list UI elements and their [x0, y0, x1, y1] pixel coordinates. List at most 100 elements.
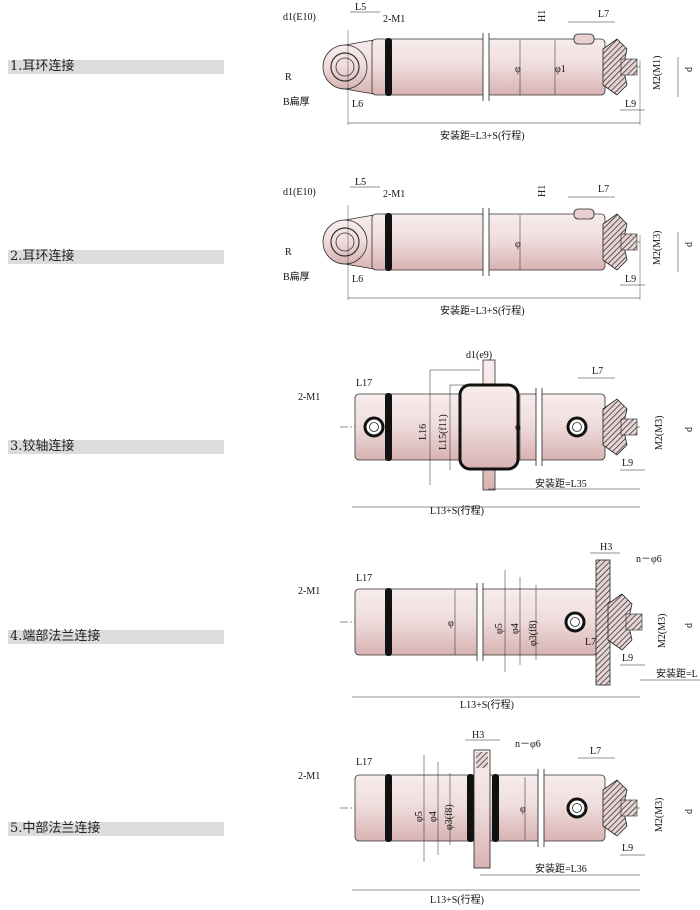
dimension-label: H3	[472, 730, 484, 741]
rod-gland	[602, 779, 628, 837]
dimension-label: n－φ6	[636, 554, 662, 565]
dimension-label: L16	[418, 424, 429, 440]
ear-ring-bush	[335, 57, 355, 77]
dimension-label: 安装距=L35	[535, 477, 587, 490]
ear-ring-bore	[330, 227, 360, 257]
dimension-label: L13+S(行程)	[460, 698, 514, 711]
dimension-label: 2-M1	[298, 392, 320, 403]
seal-band	[467, 774, 474, 842]
dimension-label: M2(M3)	[654, 416, 665, 450]
dimension-label: 安装距=L	[656, 667, 698, 680]
section-label-trunnion: 3.铰轴连接	[8, 440, 224, 454]
dimension-label: d1(e9)	[466, 350, 492, 361]
dimension-label: φ5	[414, 811, 425, 822]
dimension-label: d	[684, 242, 695, 247]
rod-gland	[602, 398, 628, 456]
dimension-label: d1(E10)	[283, 187, 316, 198]
dimension-label: M2(M3)	[654, 798, 665, 832]
dimension-label: d	[684, 809, 695, 814]
dimension-label: φ	[515, 239, 521, 250]
dimension-label: M2(M3)	[657, 614, 668, 648]
dimension-label: R	[285, 247, 292, 258]
dimension-label: d	[684, 623, 695, 628]
piston-rod-end	[620, 58, 638, 76]
section-label-end-flange: 4.端部法兰连接	[8, 630, 224, 644]
dimension-label: φ1	[555, 64, 566, 75]
dimension-label: L17	[356, 757, 372, 768]
middle-flange	[473, 749, 491, 869]
dimension-label: B扁厚	[283, 95, 310, 108]
dimension-label: H1	[537, 185, 548, 197]
dimension-label: L5	[355, 177, 366, 188]
dimension-label: H1	[537, 10, 548, 22]
dimension-label: L13+S(行程)	[430, 893, 484, 906]
piston-rod-end	[620, 418, 638, 436]
ear-ring-bore	[330, 52, 360, 82]
dimension-label: L17	[356, 378, 372, 389]
dimension-label: L9	[625, 274, 636, 285]
dimension-label: L7	[598, 184, 609, 195]
ear-ring	[322, 219, 368, 265]
dimension-label: 2-M1	[383, 14, 405, 25]
dimension-label: L9	[625, 99, 636, 110]
break-gap	[483, 35, 489, 99]
break-gap	[483, 210, 489, 274]
flange-bolt-hole	[476, 752, 488, 768]
dimension-label: φ3(f8)	[444, 804, 455, 830]
ear-ring-bush	[335, 232, 355, 252]
dimension-label: 安装距=L36	[535, 862, 587, 875]
dimension-label: φ	[520, 804, 526, 815]
seal-band	[385, 774, 392, 842]
dimension-label: L9	[622, 458, 633, 469]
dimension-label: H3	[600, 542, 612, 553]
section-label-ear-ring-2: 2.耳环连接	[8, 250, 224, 264]
rod-gland	[607, 593, 633, 651]
seal-band	[385, 393, 392, 461]
break-gap	[477, 585, 483, 659]
dimension-label: L17	[356, 573, 372, 584]
dimension-label: d	[684, 427, 695, 432]
oil-port-inner	[570, 617, 580, 627]
oil-port-inner	[572, 803, 582, 813]
dimension-label: L13+S(行程)	[430, 504, 484, 517]
dimension-label: L6	[352, 274, 363, 285]
dimension-label: φ	[515, 422, 521, 433]
dimension-label: L9	[622, 843, 633, 854]
dimension-label: 安装距=L3+S(行程)	[440, 129, 525, 142]
piston-rod-end	[620, 233, 638, 251]
dimension-label: R	[285, 72, 292, 83]
dimension-label: L9	[622, 653, 633, 664]
seal-band	[492, 774, 499, 842]
piston-rod-end	[625, 613, 643, 631]
oil-port	[564, 611, 586, 633]
seal-band	[385, 38, 392, 96]
dimension-label: L7	[590, 746, 601, 757]
dimension-label: 2-M1	[298, 586, 320, 597]
port-boss	[573, 33, 595, 45]
dimension-label: φ4	[428, 811, 439, 822]
piston-rod-end	[620, 799, 638, 817]
ear-ring	[322, 44, 368, 90]
oil-port	[363, 416, 385, 438]
dimension-label: φ3(f8)	[528, 620, 539, 646]
dimension-label: M2(M1)	[652, 56, 663, 90]
dimension-label: φ5	[494, 623, 505, 634]
trunnion-block	[458, 383, 520, 471]
dimension-label: L6	[352, 99, 363, 110]
oil-port-inner	[572, 422, 582, 432]
dimension-label: L7	[598, 9, 609, 20]
oil-port-inner	[369, 422, 379, 432]
seal-band	[385, 588, 392, 656]
dimension-label: d1(E10)	[283, 12, 316, 23]
dimension-label: n－φ6	[515, 739, 541, 750]
section-label-ear-ring-1: 1.耳环连接	[8, 60, 224, 74]
dimension-label: 2-M1	[383, 189, 405, 200]
dimension-label: 安装距=L3+S(行程)	[440, 304, 525, 317]
dimension-label: φ4	[510, 623, 521, 634]
dimension-label: φ	[448, 618, 454, 629]
rod-gland	[602, 38, 628, 96]
dimension-label: φ	[515, 64, 521, 75]
oil-port	[566, 797, 588, 819]
